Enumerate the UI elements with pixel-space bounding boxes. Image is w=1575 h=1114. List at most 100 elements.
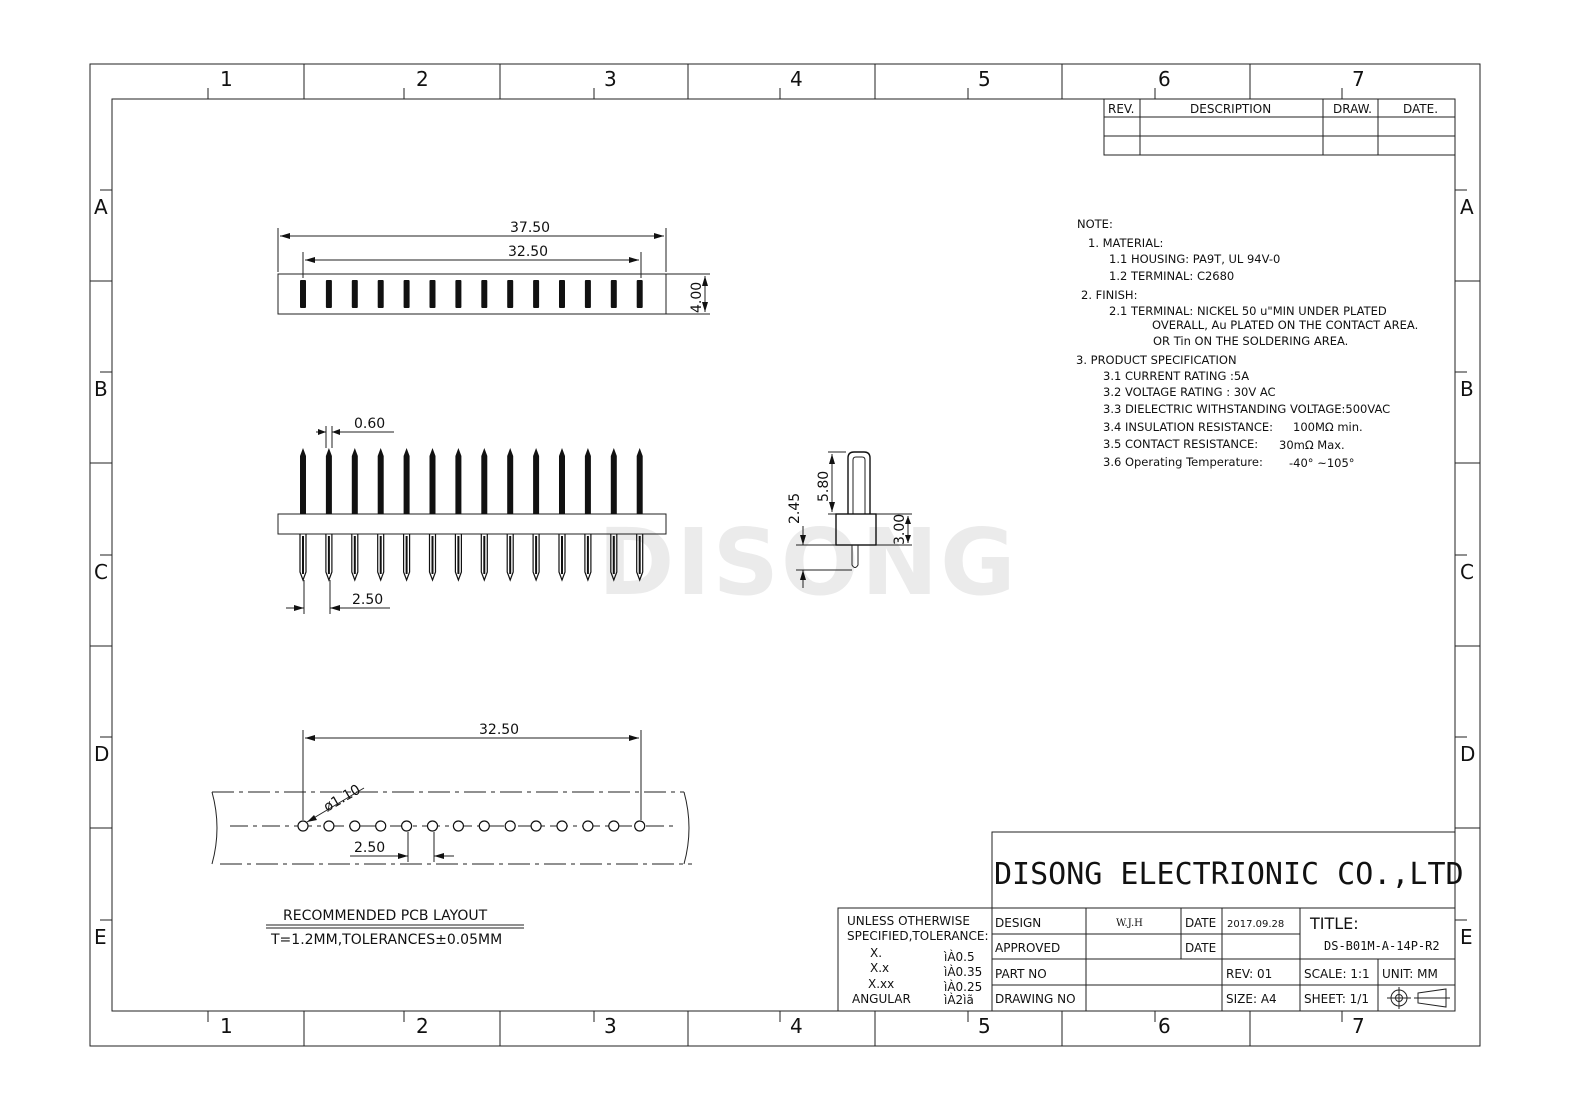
tol-xxx: X.xx [868,977,894,991]
pcb-layout: 32.50 ø1.10 2.50 RECOMMENDED PCB LAYOUT … [211,722,692,948]
front-pin [610,448,617,514]
sheet-label: SHEET: 1/1 [1304,992,1369,1006]
front-pin [455,448,462,514]
pcb-hole [530,820,542,832]
dim-pin-width: 0.60 [354,416,385,432]
pcb-hole [297,820,309,832]
title-label: TITLE: [1309,914,1359,933]
front-pin [533,448,540,514]
note-s5-label: 3.5 CONTACT RESISTANCE: [1103,437,1258,451]
pcb-hole [504,820,516,832]
front-pin-tail [506,534,514,582]
zone-dividers [90,64,1480,1046]
row-e-left: E [94,925,107,949]
top-pin [584,280,591,308]
front-pin [584,448,591,514]
pcb-hole [401,820,413,832]
rev-header: REV. [1108,102,1134,116]
partno-label: PART NO [995,967,1047,981]
date-value: 2017.09.28 [1227,919,1284,930]
notes-heading: NOTE: [1077,217,1113,231]
revision-table: REV. DESCRIPTION DRAW. DATE. [1103,98,1456,156]
tol-xxx-value: ìÀ0.25 [943,979,982,994]
pcb-hole [452,820,464,832]
row-a-left: A [94,195,108,219]
draw-header: DRAW. [1333,102,1372,116]
pcb-subcaption: T=1.2MM,TOLERANCES±0.05MM [270,932,502,948]
date-header: DATE. [1403,102,1438,116]
front-pin-tail [610,534,618,582]
note-s6-label: 3.6 Operating Temperature: [1103,455,1263,469]
front-pin [377,448,384,514]
row-b-left: B [94,377,108,401]
row-e-right: E [1460,925,1473,949]
front-pin [559,448,565,514]
side-view-pin-bend [847,451,871,514]
outer-frame [89,63,1481,1047]
pcb-caption: RECOMMENDED PCB LAYOUT [283,908,488,924]
front-view-housing [277,513,667,535]
note-terminal: 1.2 TERMINAL: C2680 [1109,269,1234,283]
pcb-hole [608,820,620,832]
pcb-hole [323,820,335,832]
note-s1: 3.1 CURRENT RATING :5A [1103,369,1249,383]
top-view-pins [300,280,643,308]
col-3-bottom: 3 [604,1014,617,1038]
row-d-right: D [1460,742,1475,766]
front-pin [636,448,643,514]
col-1-bottom: 1 [220,1014,233,1038]
pcb-hole [556,820,568,832]
dim-pin-length: 5.80 [816,471,832,502]
col-7-bottom: 7 [1352,1014,1365,1038]
side-view: 5.80 2.45 3.00 [787,451,912,588]
front-pin-tail [558,534,566,582]
front-pin-tail [351,534,359,582]
front-pin-tail [403,534,411,582]
top-pin [610,280,617,308]
tol-x-value: ìÀ0.5 [943,949,975,964]
note-finish: 2. FINISH: [1081,288,1137,302]
top-pin [377,280,384,308]
front-pin-tail [454,534,462,582]
col-1-top: 1 [220,67,233,91]
top-pin [351,280,358,308]
note-housing: 1.1 HOUSING: PA9T, UL 94V-0 [1109,252,1280,266]
front-pin-tail [325,534,333,582]
note-s5-value: 30mΩ Max. [1279,438,1345,452]
pcb-holes [297,820,646,832]
company-name: DISONG ELECTRIONIC CO.,LTD [994,857,1464,892]
front-pin-tail [532,534,540,582]
zone-labels: 1 2 3 4 5 6 7 1 2 3 4 5 6 7 A B C D E A … [94,67,1475,1038]
front-pin [507,448,514,514]
date-label: DATE [1185,916,1216,930]
note-finish-l3: OR Tin ON THE SOLDERING AREA. [1153,334,1348,348]
top-pin [325,280,332,308]
tol-xx-value: ìÀ0.35 [943,964,982,979]
front-view: 0.60 2.50 [277,416,667,614]
pcb-hole [426,820,439,832]
front-pin-tail [428,534,437,582]
front-pin-tail [299,534,307,582]
note-finish-l2: OVERALL, Au PLATED ON THE CONTACT AREA. [1152,318,1418,332]
top-pin [507,280,514,308]
pcb-hole [582,820,594,832]
tol-line2: SPECIFIED,TOLERANCE: [847,929,989,943]
front-pin [481,448,488,514]
top-view: 37.50 32.50 4.00 [277,220,710,315]
dim-pcb-span: 32.50 [479,722,519,738]
date-label-2: DATE [1185,941,1216,955]
top-pin [559,280,565,308]
col-2-bottom: 2 [416,1014,429,1038]
tol-line1: UNLESS OTHERWISE [847,914,970,928]
unit-label: UNIT: MM [1382,967,1438,981]
front-pin [351,448,358,514]
note-finish-l1: 2.1 TERMINAL: NICKEL 50 u"MIN UNDER PLAT… [1109,304,1387,318]
tol-x: X. [870,946,882,960]
pcb-outline-right [683,791,690,865]
notes-block: NOTE: 1. MATERIAL: 1.1 HOUSING: PA9T, UL… [1076,217,1418,470]
tol-angular: ANGULAR [852,992,911,1006]
dim-housing-height: 3.00 [892,514,908,545]
front-pin [325,448,332,514]
title-value: DS-B01M-A-14P-R2 [1324,939,1440,953]
